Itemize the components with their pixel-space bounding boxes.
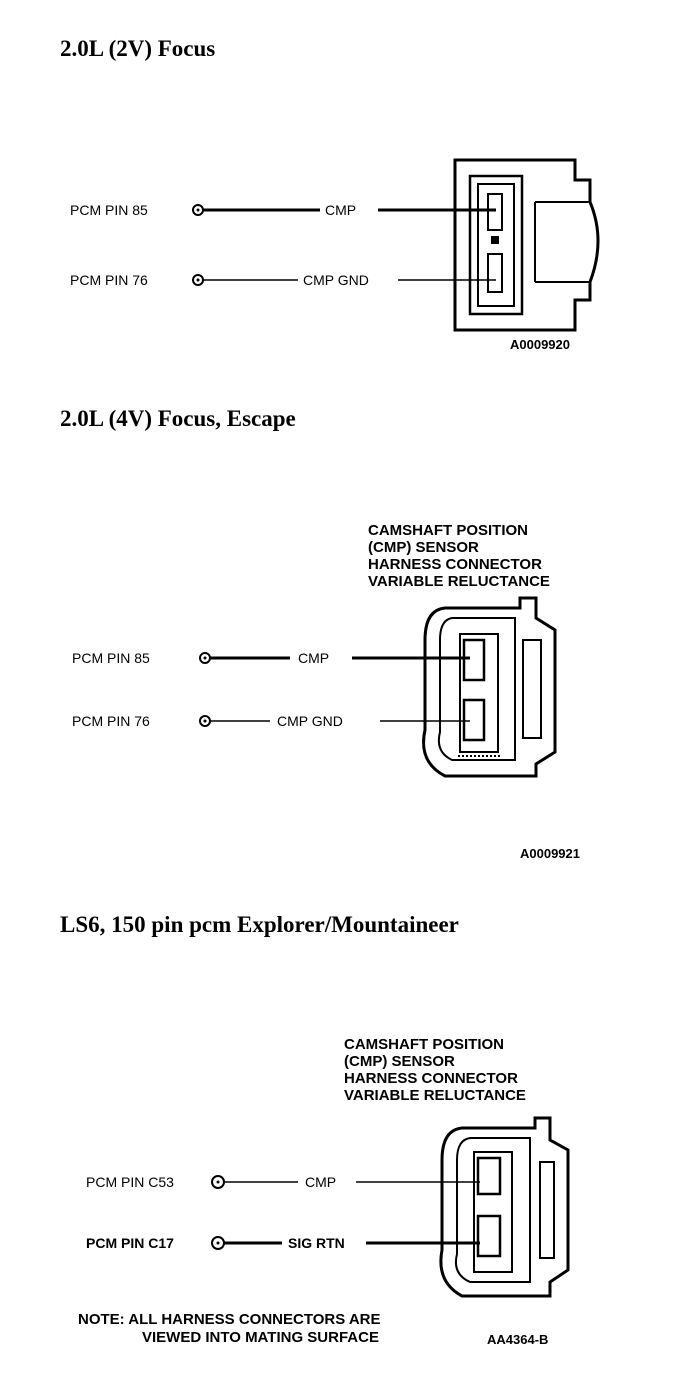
diagram-3-connector-label-line-3: HARNESS CONNECTOR (344, 1070, 518, 1087)
diagram-3-connector-label-line-4: VARIABLE RELUCTANCE (344, 1087, 526, 1104)
pin-terminal-dot (216, 1241, 220, 1245)
pin-terminal-dot (203, 656, 207, 660)
pin-terminal-dot (196, 278, 200, 282)
diagram-2-title: 2.0L (4V) Focus, Escape (60, 406, 296, 431)
diagram-1-pin-1-signal: CMP (325, 202, 356, 218)
diagram-3: CAMSHAFT POSITION (CMP) SENSOR HARNESS C… (78, 1036, 570, 1347)
cmp-connector-4v-icon (422, 596, 557, 778)
diagram-3-figure-code: AA4364-B (487, 1332, 548, 1347)
pin-terminal-dot (196, 208, 200, 212)
diagram-2-pin-2-label: PCM PIN 76 (72, 713, 150, 729)
diagram-1-pin-2-signal: CMP GND (303, 272, 369, 288)
diagram-2-figure-code: A0009921 (520, 846, 580, 861)
diagram-2-pin-1-signal: CMP (298, 650, 329, 666)
pin-terminal-dot (216, 1180, 220, 1184)
cmp-connector-2v-icon (453, 158, 600, 332)
diagram-2-connector-label-line-1: CAMSHAFT POSITION (368, 522, 528, 539)
diagram-1-title: 2.0L (2V) Focus (60, 36, 216, 61)
diagram-3-connector-label-line-1: CAMSHAFT POSITION (344, 1036, 504, 1053)
diagram-2-pin-1-label: PCM PIN 85 (72, 650, 150, 666)
diagram-2-pin-2-signal: CMP GND (277, 713, 343, 729)
pin-terminal-dot (203, 719, 207, 723)
diagram-2: CAMSHAFT POSITION (CMP) SENSOR HARNESS C… (72, 522, 580, 861)
diagram-3-pin-2-label: PCM PIN C17 (86, 1235, 174, 1251)
diagram-1: PCM PIN 85 CMP PCM PIN 76 CMP GND (70, 158, 600, 352)
diagram-3-pin-1-signal: CMP (305, 1174, 336, 1190)
diagram-3-note-line-2: VIEWED INTO MATING SURFACE (142, 1329, 379, 1346)
diagram-2-connector-label-line-2: (CMP) SENSOR (368, 539, 479, 556)
diagram-3-pin-1-label: PCM PIN C53 (86, 1174, 174, 1190)
diagram-3-note-line-1: NOTE: ALL HARNESS CONNECTORS ARE (78, 1311, 381, 1328)
diagram-2-connector-label-line-3: HARNESS CONNECTOR (368, 556, 542, 573)
cmp-connector-ls6-icon (439, 1116, 570, 1298)
diagram-1-figure-code: A0009920 (510, 337, 570, 352)
diagram-3-pin-2-signal: SIG RTN (288, 1235, 345, 1251)
diagram-1-pin-1-label: PCM PIN 85 (70, 202, 148, 218)
diagram-1-pin-2-label: PCM PIN 76 (70, 272, 148, 288)
diagram-3-connector-label-line-2: (CMP) SENSOR (344, 1053, 455, 1070)
diagram-2-connector-label-line-4: VARIABLE RELUCTANCE (368, 573, 550, 590)
diagram-3-title: LS6, 150 pin pcm Explorer/Mountaineer (60, 912, 459, 937)
